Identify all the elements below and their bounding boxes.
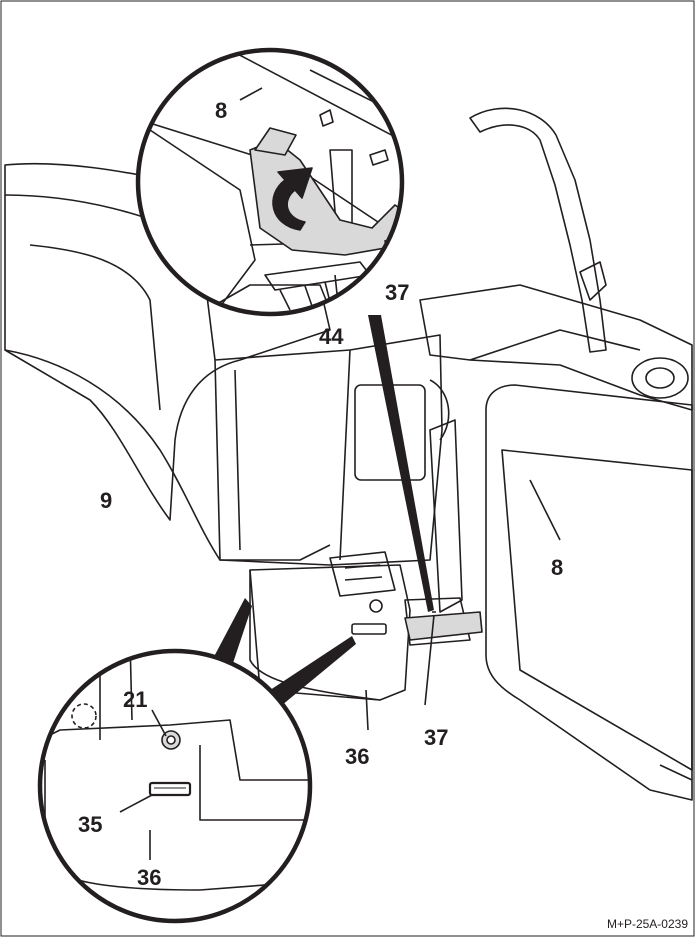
- callout-8-top: 8: [215, 98, 227, 123]
- latch-top-ribs: [344, 564, 383, 581]
- callout-37-bottom: 37: [424, 725, 448, 750]
- frame-arch: [469, 107, 607, 353]
- beam-end-cap: [631, 357, 689, 399]
- detail-top-ledge: [214, 284, 331, 311]
- housing-lower-edge: [4, 349, 331, 561]
- detail-top-slot-1: [319, 109, 334, 127]
- detail-bottom-hidden-hole: [71, 703, 97, 729]
- callout-21: 21: [123, 687, 147, 712]
- detail-top-edge-2: [309, 69, 402, 220]
- callout-35: 35: [78, 812, 102, 837]
- figure-code: M+P-25A-0239: [607, 917, 688, 931]
- console-lever: [429, 379, 450, 441]
- leader-35: [119, 794, 153, 813]
- detail-slot-35: [148, 781, 192, 797]
- latch-top-tab: [329, 551, 396, 597]
- side-plate-mark: [659, 764, 693, 781]
- detail-circle-bottom: [37, 648, 313, 924]
- zoom-pointer-bottom-right: [255, 636, 356, 715]
- beam-end-bore: [645, 367, 675, 389]
- detail-bottom-top-edge: [40, 719, 310, 781]
- console-edge-1: [339, 349, 351, 561]
- guide-post: [429, 419, 463, 613]
- leader-37-bottom: [424, 611, 436, 706]
- callout-36-bottom: 36: [137, 865, 161, 890]
- detail-screw-21-center: [166, 735, 176, 745]
- detail-top-slot-2: [369, 149, 389, 166]
- rotate-arrow-icon: [272, 167, 313, 231]
- console-edge-2: [234, 369, 241, 551]
- detail-top-edge-1: [229, 50, 402, 151]
- side-plate-outer: [485, 384, 693, 801]
- leader-8-top: [239, 87, 263, 101]
- callout-44: 44: [319, 324, 344, 349]
- side-plate-inner: [501, 449, 693, 771]
- detail-top-wall: [149, 129, 256, 314]
- housing-contour-2: [29, 244, 161, 411]
- slot-35: [351, 623, 387, 635]
- zoom-pointer-top: [368, 315, 434, 612]
- leader-8-right: [529, 479, 561, 541]
- cross-beam: [419, 284, 693, 411]
- latch-block-front: [249, 570, 381, 701]
- latch-tongue-37: [404, 611, 483, 641]
- housing-cover: [4, 162, 331, 521]
- detail-bottom-step: [199, 745, 310, 821]
- callout-37-top: 37: [385, 280, 409, 305]
- console-block: [214, 334, 443, 566]
- screw-21: [369, 599, 383, 613]
- callout-36-mid: 36: [345, 744, 369, 769]
- leader-21: [151, 709, 167, 737]
- callout-9: 9: [100, 488, 112, 513]
- detail-top-tongue-tab: [254, 127, 297, 156]
- detail-circle-top: [135, 47, 405, 317]
- cross-beam-edge: [469, 329, 641, 361]
- callout-labels: 8 37 44 9 8 37 36 21 35 36: [78, 98, 563, 890]
- frame-bracket: [579, 261, 607, 301]
- leader-36-mid: [365, 689, 369, 731]
- callout-8-right: 8: [551, 555, 563, 580]
